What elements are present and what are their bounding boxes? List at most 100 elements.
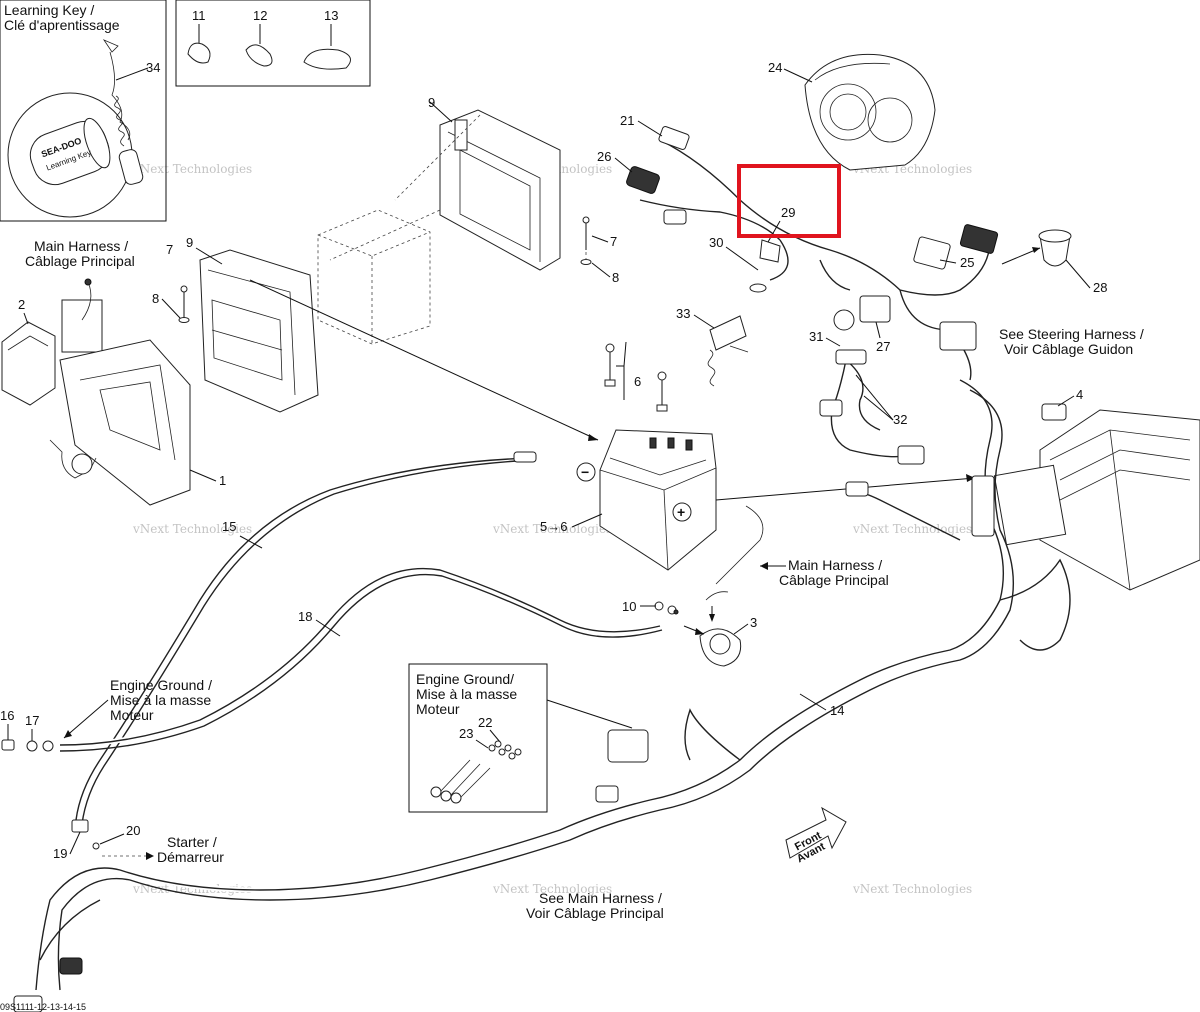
steering-harness-label: See Steering Harness / <box>999 326 1144 342</box>
part-num-20: 20 <box>126 823 140 838</box>
main-harness-label-2: Main Harness / <box>788 557 882 573</box>
watermark: vNext Technologies <box>132 162 252 176</box>
learning-key-title: Learning Key / <box>4 2 94 18</box>
part-num-10: 10 <box>622 599 636 614</box>
screws-6: 6 <box>604 343 668 412</box>
part-num-30: 30 <box>709 235 723 250</box>
part-num-8-left: 8 <box>152 291 159 306</box>
steering-harness-label-fr: Voir Câblage Guidon <box>1004 341 1133 357</box>
main-harness-left: Main Harness / Câblage Principal 2 1 <box>1 238 226 506</box>
engine-ground-label-1-fr: Mise à la masse <box>110 692 211 708</box>
engine-ground-label-1: Engine Ground / <box>110 677 212 693</box>
starter-connection: 20 19 Starter / Démarreur <box>53 819 224 865</box>
fuse-box-2 <box>1 321 56 406</box>
battery-plus-sign: + <box>677 504 685 520</box>
tether-33 <box>709 315 747 351</box>
part-num-33: 33 <box>676 306 690 321</box>
see-main-harness-label: See Main Harness / <box>539 890 662 906</box>
main-connector <box>971 475 995 537</box>
part-num-3: 3 <box>750 615 757 630</box>
ecm-bracket-lower: 9 7 8 <box>152 235 319 413</box>
part-num-22: 22 <box>478 715 492 730</box>
part-num-8-right: 8 <box>612 270 619 285</box>
part-num-19: 19 <box>53 846 67 861</box>
instrument-cluster: 24 <box>768 53 936 171</box>
part-num-7-right: 7 <box>610 234 617 249</box>
switch-26 <box>626 166 660 194</box>
learning-key-inset: Learning Key / Clé d'aprentissage SEA-DO… <box>0 0 167 222</box>
part-num-27: 27 <box>876 339 890 354</box>
part-num-11: 11 <box>192 8 206 23</box>
watermark: vNext Technologies <box>492 882 612 896</box>
connector-steering-2 <box>939 321 977 351</box>
starter-label: Starter / <box>167 834 217 850</box>
relay-27 <box>859 295 891 323</box>
drawing-code: 09S1111-12-13-14-15 <box>0 1002 86 1012</box>
engine-ground-label-1-fr2: Moteur <box>110 707 154 723</box>
part-num-13: 13 <box>324 8 338 23</box>
part-num-17: 17 <box>25 713 39 728</box>
part-num-15: 15 <box>222 519 236 534</box>
engine-ground-label-2: Engine Ground/ <box>416 671 514 687</box>
main-harness-label-2-fr: Câblage Principal <box>779 572 889 588</box>
part-num-14: 14 <box>830 703 844 718</box>
watermark: vNext Technologies <box>132 882 252 896</box>
part-31-body <box>833 309 855 331</box>
clamp-11 <box>187 42 211 64</box>
cable-18: 18 <box>59 566 663 752</box>
screws-right: 7 8 <box>580 216 619 285</box>
watermark: vNext Technologies <box>132 522 252 536</box>
engine-box: 4 <box>993 387 1200 591</box>
front-arrow: Front Avant <box>785 806 847 865</box>
part-num-23: 23 <box>459 726 473 741</box>
part-num-24: 24 <box>768 60 782 75</box>
highlight-box-29 <box>737 164 841 238</box>
watermark-group: vNext Technologies vNext Technologies vN… <box>132 162 972 896</box>
engine-ground-label-2-fr2: Moteur <box>416 701 460 717</box>
part-num-18: 18 <box>298 609 312 624</box>
part-num-28: 28 <box>1093 280 1107 295</box>
part-num-9-lower: 9 <box>186 235 193 250</box>
part-num-29: 29 <box>781 205 795 220</box>
part-num-7-left: 7 <box>166 242 173 257</box>
battery-minus-terminal <box>576 462 596 482</box>
part-num-9-upper: 9 <box>428 95 435 110</box>
part-num-6: 6 <box>634 374 641 389</box>
watermark: vNext Technologies <box>492 522 612 536</box>
ecm-bracket-upper: 9 <box>329 95 561 271</box>
engine-ground-label-2-fr: Mise à la masse <box>416 686 517 702</box>
part-num-1: 1 <box>219 473 226 488</box>
part-num-26: 26 <box>597 149 611 164</box>
main-harness-label-1: Main Harness / <box>34 238 128 254</box>
part-num-2: 2 <box>18 297 25 312</box>
part-num-5-6: 5→6 <box>540 519 567 534</box>
connector-4 <box>1041 403 1067 421</box>
leader-34 <box>115 67 149 81</box>
connector-steering <box>959 224 999 254</box>
part-num-16: 16 <box>0 708 14 723</box>
steering-area: 21 26 29 30 33 25 28 27 31 See Steering … <box>597 113 1144 387</box>
part-num-31: 31 <box>809 329 823 344</box>
battery-minus-sign: − <box>581 464 589 480</box>
main-harness-label-1-fr: Câblage Principal <box>25 253 135 269</box>
relay-block <box>61 299 103 353</box>
cable-15: 15 <box>73 451 537 825</box>
part-num-25: 25 <box>960 255 974 270</box>
sensor-30 <box>759 239 781 263</box>
part-num-21: 21 <box>620 113 634 128</box>
part-num-34: 34 <box>146 60 160 75</box>
ground-connector <box>607 729 649 763</box>
part-num-32: 32 <box>893 412 907 427</box>
inset-frame <box>0 0 167 222</box>
battery-ghost <box>317 209 431 345</box>
connector-26b <box>663 209 687 225</box>
see-main-harness-label-fr: Voir Câblage Principal <box>526 905 664 921</box>
tie-13 <box>303 48 351 70</box>
starter-label-fr: Démarreur <box>157 849 224 865</box>
clamps-inset: 11 12 13 <box>175 0 371 87</box>
learning-key-icon: SEA-DOO Learning Key <box>29 117 111 186</box>
battery-plus-terminal <box>672 502 692 522</box>
connector-25 <box>913 236 951 270</box>
connector-21 <box>658 126 690 150</box>
